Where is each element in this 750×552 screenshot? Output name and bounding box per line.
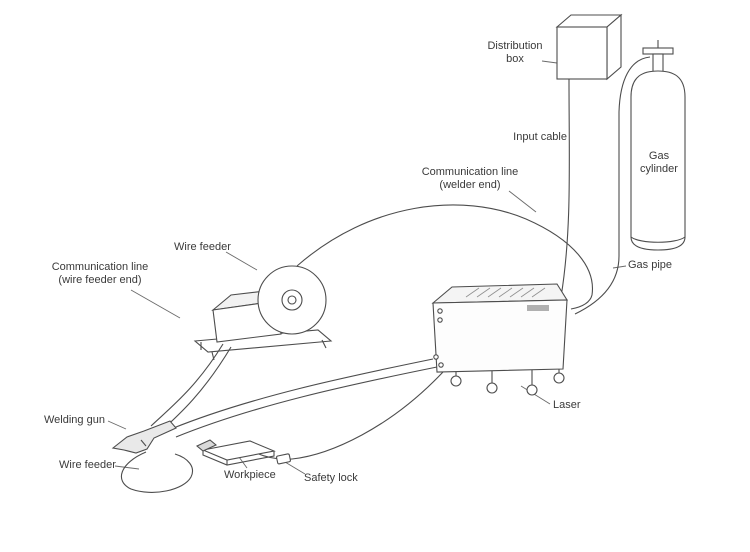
- ground-cable: [255, 371, 444, 460]
- label-text: cylinder: [640, 163, 678, 175]
- vent-line: [520, 287, 535, 298]
- vent-line: [465, 287, 480, 298]
- welding-gun-trigger: [140, 439, 147, 447]
- feeder-stand-leg-1: [211, 351, 215, 361]
- label-wire-feeder-top: Wire feeder: [174, 241, 231, 254]
- leader-lines: [107, 60, 627, 475]
- label-text: Workpiece: [224, 469, 276, 481]
- distribution-box-side: [606, 13, 622, 81]
- communication-line-welder-path: [296, 204, 593, 310]
- label-text: Gas pipe: [628, 259, 673, 271]
- gas-pipe-path: [574, 56, 651, 315]
- wire-feeder-loop: [121, 451, 193, 493]
- label-text: box: [506, 53, 524, 65]
- cables: [150, 56, 651, 460]
- leader-gas-pipe: [612, 265, 627, 269]
- welding-gun: [111, 420, 193, 493]
- label-text: Input cable: [513, 131, 567, 143]
- laser-connector-1: [433, 354, 439, 360]
- wheel: [526, 384, 538, 396]
- vent-line: [531, 287, 546, 298]
- distribution-box-front: [556, 26, 608, 80]
- workpiece: [195, 439, 276, 466]
- label-text: (wire feeder end): [58, 274, 142, 286]
- leader-wire-feeder-bottom: [114, 465, 140, 470]
- laser-knob-1: [437, 308, 443, 314]
- label-text: Gas: [648, 150, 670, 162]
- workpiece-thickness: [202, 450, 275, 466]
- gun-to-laser-cable-1: [170, 358, 434, 430]
- laser-logo-mark: [527, 305, 549, 311]
- label-communication-line-welder: Communication line (welder end): [416, 166, 524, 192]
- label-text: Communication line: [421, 166, 519, 178]
- label-text: Laser: [553, 399, 581, 411]
- laser-knob-2: [437, 317, 443, 323]
- cylinder-base-line: [630, 236, 686, 243]
- label-text: Welding gun: [44, 414, 105, 426]
- label-distribution-box: Distribution box: [479, 40, 551, 66]
- label-wire-feeder-bottom: Wire feeder: [59, 459, 116, 472]
- valve-handle: [642, 47, 674, 55]
- safety-lock: [276, 453, 291, 465]
- label-laser: Laser: [553, 399, 581, 412]
- input-cable-line: [560, 78, 570, 298]
- feeder-to-gun-cable-1: [150, 343, 224, 427]
- vent-line: [498, 287, 513, 298]
- laser-top-vents: [465, 287, 546, 298]
- wheel: [450, 375, 462, 387]
- leader-comm-welder: [508, 190, 537, 213]
- laser-front-face: [432, 299, 568, 373]
- label-safety-lock: Safety lock: [304, 472, 358, 485]
- leader-distribution-box: [541, 60, 558, 64]
- label-communication-line-wire-feeder: Communication line (wire feeder end): [42, 261, 158, 287]
- label-gas-cylinder: Gas cylinder: [633, 150, 685, 176]
- leader-laser: [520, 385, 551, 405]
- label-workpiece: Workpiece: [224, 469, 276, 482]
- wire-spool-axle: [287, 295, 297, 305]
- gas-cylinder: [630, 40, 686, 251]
- label-welding-gun: Welding gun: [44, 414, 105, 427]
- leader-welding-gun: [107, 420, 127, 430]
- welding-gun-body: [111, 420, 177, 454]
- laser-wheels: [450, 369, 565, 396]
- label-gas-pipe: Gas pipe: [628, 259, 672, 272]
- laser-connector-2: [438, 362, 444, 368]
- wire-feeder-unit: [193, 265, 333, 361]
- laser-machine: [431, 283, 568, 396]
- gun-to-laser-cable-2: [175, 366, 438, 438]
- leader-wire-feeder-top: [225, 251, 258, 271]
- vent-line: [487, 287, 502, 298]
- feeder-stand-leg-2: [321, 339, 327, 349]
- label-text: (welder end): [439, 179, 501, 191]
- leader-comm-wire-feeder: [130, 289, 181, 319]
- wheel: [486, 382, 498, 394]
- vent-line: [476, 287, 491, 298]
- leader-safety-lock: [284, 461, 306, 475]
- valve-body: [652, 53, 664, 73]
- label-text: Communication line: [51, 261, 149, 273]
- wheel: [553, 372, 565, 384]
- leader-workpiece: [238, 456, 248, 469]
- label-text: Distribution: [487, 40, 543, 52]
- label-input-cable: Input cable: [503, 131, 567, 144]
- label-text: Wire feeder: [174, 241, 231, 253]
- label-text: Wire feeder: [59, 459, 116, 471]
- ground-clamp: [195, 439, 218, 452]
- label-text: Safety lock: [304, 472, 358, 484]
- distribution-box: [555, 13, 623, 81]
- vent-line: [509, 287, 524, 298]
